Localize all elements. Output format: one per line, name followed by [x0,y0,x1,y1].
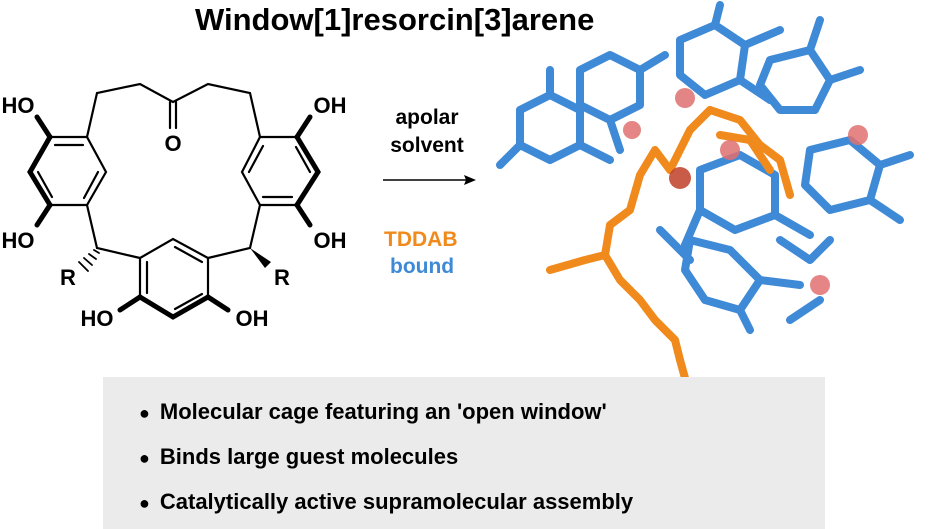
feature-item: ●Catalytically active supramolecular ass… [139,489,634,514]
molecular-model [496,1,914,380]
reaction-conditions: apolar solvent [382,104,472,160]
condition-line1: apolar [395,106,459,129]
chemical-structure: HO HO OH OH HO OH O R R [2,82,347,331]
figure-title: Window[1]resorcin[3]arene [195,2,595,37]
guest-legend: TDDAB bound [384,226,458,280]
r-label: R [60,265,76,290]
reaction-arrow [383,175,476,185]
feature-item: ●Molecular cage featuring an 'open windo… [139,399,607,424]
oh-label: HO [2,93,35,118]
features-box: ●Molecular cage featuring an 'open windo… [103,377,825,529]
oh-label: OH [236,306,269,331]
guest-name: TDDAB [384,228,458,251]
guest-state: bound [390,255,455,278]
oh-label: OH [314,228,347,253]
oh-label: HO [81,306,114,331]
feature-item: ●Binds large guest molecules [139,444,459,469]
oh-label: HO [2,228,35,253]
r-label: R [274,265,290,290]
oh-label: OH [314,93,347,118]
carbonyl-oxygen: O [164,131,181,156]
condition-line2: solvent [390,134,464,157]
